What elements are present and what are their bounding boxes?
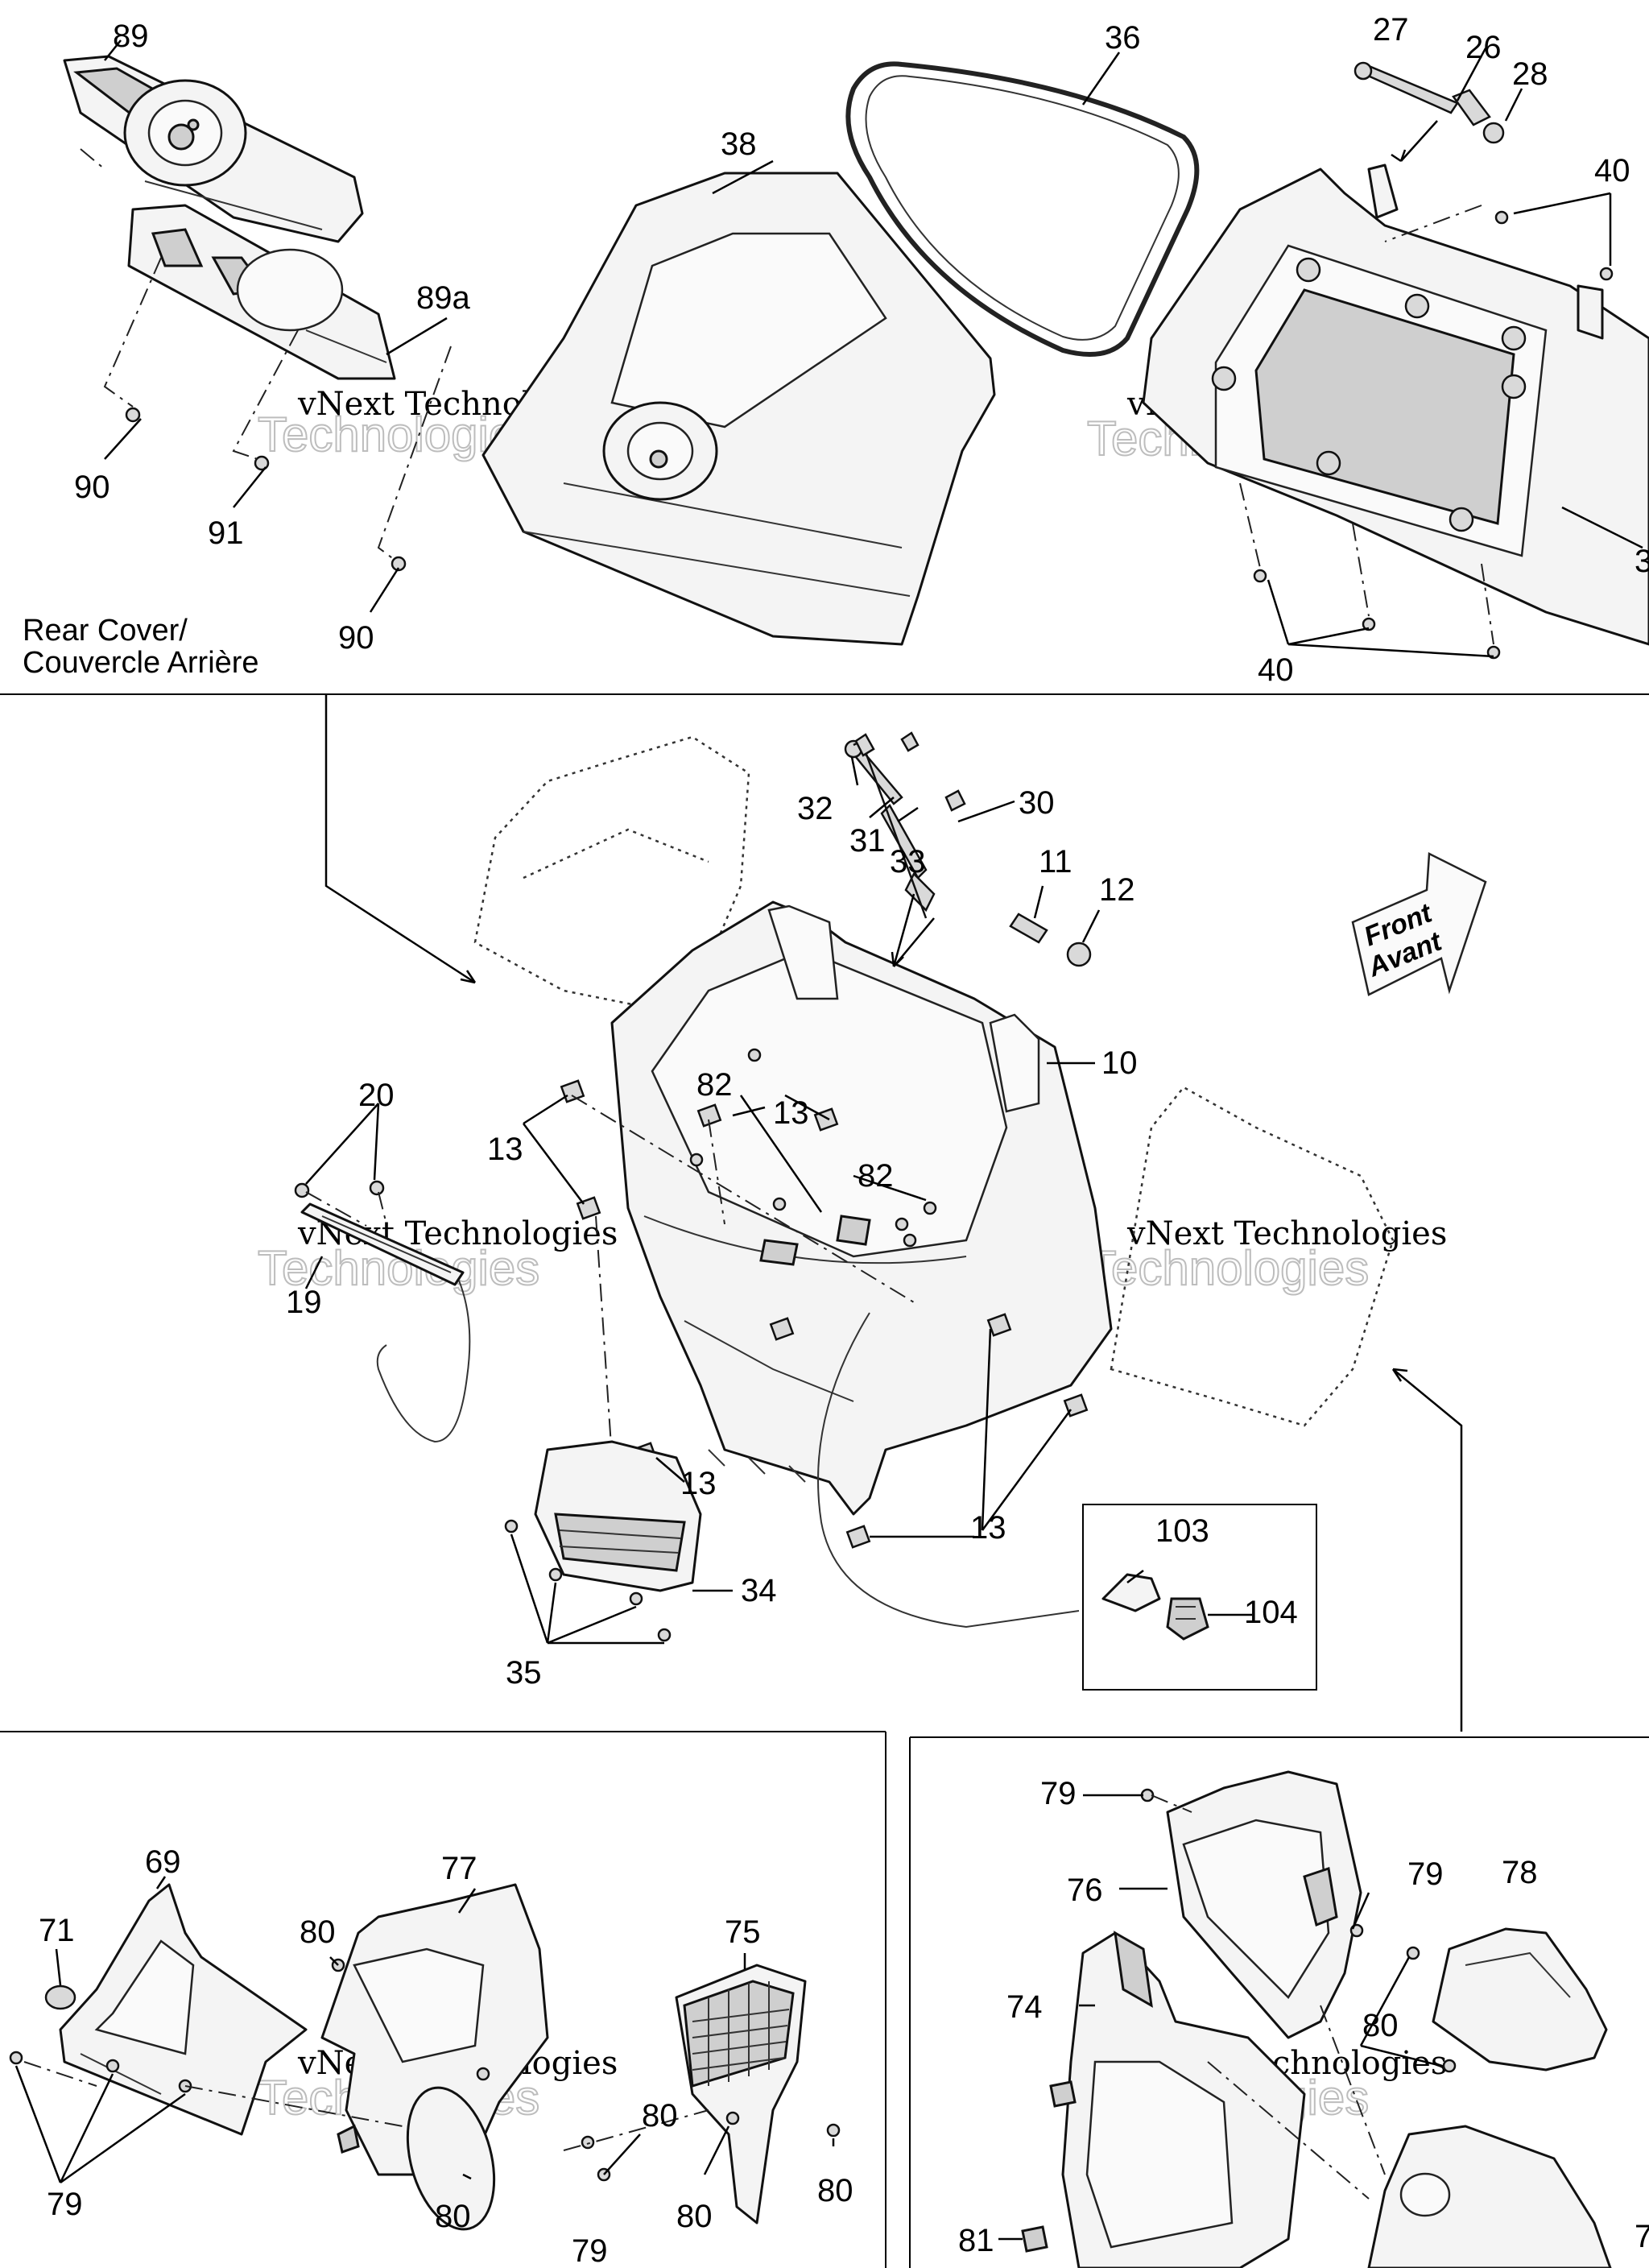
callout-33: 33 — [890, 844, 926, 879]
callout-30: 30 — [1019, 785, 1055, 821]
ghost-outline-left — [473, 735, 750, 1008]
hardware-90-91 — [80, 148, 452, 572]
hardware-right-dashes — [1151, 1794, 1386, 2200]
part-7-panel-right — [1367, 2125, 1612, 2268]
callout-75: 75 — [725, 1914, 761, 1950]
callout-27: 27 — [1373, 12, 1409, 48]
section-frames — [0, 693, 1649, 2268]
callout-78: 78 — [1502, 1855, 1538, 1890]
callout-40: 40 — [1258, 652, 1294, 688]
hardware-30-33 — [844, 731, 1092, 967]
part-74-bracket — [1021, 1931, 1306, 2268]
callout-80: 80 — [642, 2098, 678, 2133]
callout-35: 35 — [506, 1655, 542, 1691]
part-34-vent — [504, 1440, 702, 1642]
part-103-104-clip — [1101, 1573, 1209, 1641]
callout-104: 104 — [1244, 1595, 1298, 1630]
callout-12: 12 — [1099, 872, 1135, 908]
part-71-grommet — [44, 1984, 76, 2010]
callout-13: 13 — [970, 1510, 1006, 1546]
callout-74: 74 — [1006, 1989, 1043, 2025]
front-direction-arrow-icon: Front Avant — [1351, 852, 1487, 996]
watermark-text: vNext Technologies — [1126, 1215, 1447, 1252]
part-76-bezel — [1140, 1770, 1364, 2039]
part-77-duct — [320, 1883, 611, 2231]
part-78-cover — [1406, 1927, 1608, 2073]
callout-11: 11 — [1039, 844, 1072, 879]
callout-13: 13 — [773, 1095, 809, 1131]
callout-80: 80 — [1362, 2008, 1399, 2043]
harness-loop — [817, 1312, 1080, 1629]
callout-80: 80 — [676, 2199, 713, 2234]
callout-76: 76 — [1067, 1873, 1103, 1908]
part-38-rear-cover — [481, 172, 996, 646]
callout-40: 40 — [1594, 153, 1630, 188]
callout-81: 81 — [958, 2223, 994, 2258]
callout-103: 103 — [1155, 1513, 1209, 1549]
callout-34: 34 — [741, 1573, 777, 1608]
hardware-80-79-left — [23, 2061, 709, 2151]
callout-80: 80 — [300, 1914, 336, 1950]
callout-79: 79 — [47, 2187, 83, 2222]
callout-91: 91 — [208, 515, 244, 551]
callout-19: 19 — [286, 1285, 322, 1320]
rear-cover-label-fr: Couvercle Arrière — [23, 646, 259, 680]
hardware-26-27-28 — [1354, 61, 1505, 163]
callout-28: 28 — [1512, 56, 1548, 92]
leader-lines — [14, 39, 1643, 2241]
part-75-grille — [675, 1964, 841, 2225]
watermark-large: Technologies — [1087, 1241, 1369, 1295]
hardware-40 — [1239, 205, 1614, 660]
callout-82: 82 — [696, 1067, 733, 1103]
callout-38: 38 — [721, 126, 757, 162]
callout-31: 31 — [849, 823, 886, 859]
part-10-main-housing — [610, 900, 1113, 1516]
callout-36: 36 — [1105, 20, 1141, 56]
callout-79: 79 — [1407, 1856, 1444, 1892]
callout-7: 7 — [1635, 2219, 1649, 2254]
assembly-arrows — [324, 694, 1463, 1732]
part-36-seal — [845, 61, 1200, 357]
callout-10: 10 — [1101, 1045, 1138, 1081]
callout-79: 79 — [1040, 1776, 1077, 1811]
part-89-cup-holder — [63, 55, 364, 243]
part-19-harness — [294, 1180, 471, 1443]
callout-90: 90 — [338, 620, 374, 656]
callout-77: 77 — [441, 1851, 477, 1886]
callout-69: 69 — [145, 1844, 181, 1880]
callout-3: 3 — [1635, 544, 1649, 579]
callout-82: 82 — [858, 1158, 894, 1194]
part-89a-tray — [127, 204, 396, 380]
callout-13: 13 — [680, 1466, 717, 1501]
callout-89: 89 — [113, 19, 149, 54]
callout-numbers: 89 89a 90 91 90 Rear Cover/ Couvercle Ar… — [23, 12, 1649, 2268]
callout-32: 32 — [797, 791, 833, 826]
callout-20: 20 — [358, 1078, 395, 1113]
detail-box-103-104 — [1082, 1504, 1317, 1691]
callout-80: 80 — [817, 2173, 853, 2208]
callout-13: 13 — [487, 1132, 523, 1167]
callout-80: 80 — [435, 2199, 471, 2234]
part-3-lid-housing — [1142, 163, 1649, 646]
callout-90: 90 — [74, 470, 110, 505]
rear-cover-label: Rear Cover/ — [23, 614, 188, 648]
callout-89a: 89a — [416, 280, 470, 316]
callout-26: 26 — [1465, 30, 1502, 65]
callout-71: 71 — [39, 1913, 75, 1948]
callout-79: 79 — [572, 2233, 608, 2268]
